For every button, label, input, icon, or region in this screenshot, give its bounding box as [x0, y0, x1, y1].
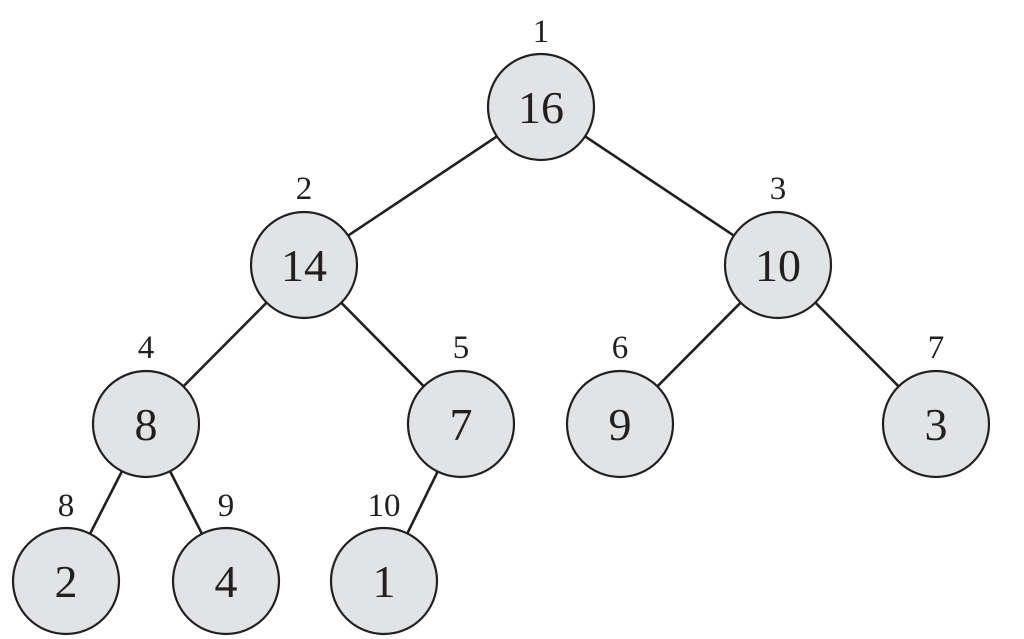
- heap-node-1: 16 1: [486, 14, 596, 162]
- node-circle: [249, 210, 359, 320]
- node-value: 8: [135, 399, 158, 450]
- node-index-label: 5: [453, 330, 470, 366]
- node-circle: [171, 526, 281, 636]
- node-index-label: 10: [368, 488, 401, 524]
- node-value: 9: [609, 399, 632, 450]
- node-circle: [11, 526, 121, 636]
- heap-node-5: 75: [406, 330, 516, 479]
- heap-node-10: 1 10: [329, 488, 439, 636]
- node-value: 3: [925, 399, 948, 450]
- node-circle: [723, 210, 833, 320]
- node-index-label: 6: [612, 330, 629, 366]
- node-value: 10: [755, 240, 801, 291]
- heap-node-8: 28: [11, 488, 121, 636]
- node-index-label: 7: [928, 330, 945, 366]
- node-index-label: 9: [218, 488, 235, 524]
- node-circle: [329, 526, 439, 636]
- edges-layer: [64, 105, 938, 583]
- node-circle: [881, 369, 991, 479]
- node-circle: [565, 369, 675, 479]
- heap-node-3: 10 3: [723, 171, 833, 320]
- node-value: 7: [450, 399, 473, 450]
- heap-node-6: 96: [565, 330, 675, 479]
- node-value: 2: [55, 556, 78, 607]
- node-value: 16: [518, 82, 564, 133]
- node-circle: [91, 369, 201, 479]
- node-value: 4: [215, 556, 238, 607]
- heap-node-2: 14 2: [249, 171, 359, 320]
- node-index-label: 4: [138, 330, 155, 366]
- heap-node-7: 37: [881, 330, 991, 479]
- node-value: 14: [281, 240, 327, 291]
- node-circle: [406, 369, 516, 479]
- node-index-label: 3: [770, 171, 787, 207]
- heap-node-4: 84: [91, 330, 201, 479]
- node-index-label: 1: [533, 14, 550, 50]
- node-index-label: 2: [296, 171, 313, 207]
- node-index-label: 8: [58, 488, 75, 524]
- heap-node-9: 49: [171, 488, 281, 636]
- node-value: 1: [373, 556, 396, 607]
- node-circle: [486, 52, 596, 162]
